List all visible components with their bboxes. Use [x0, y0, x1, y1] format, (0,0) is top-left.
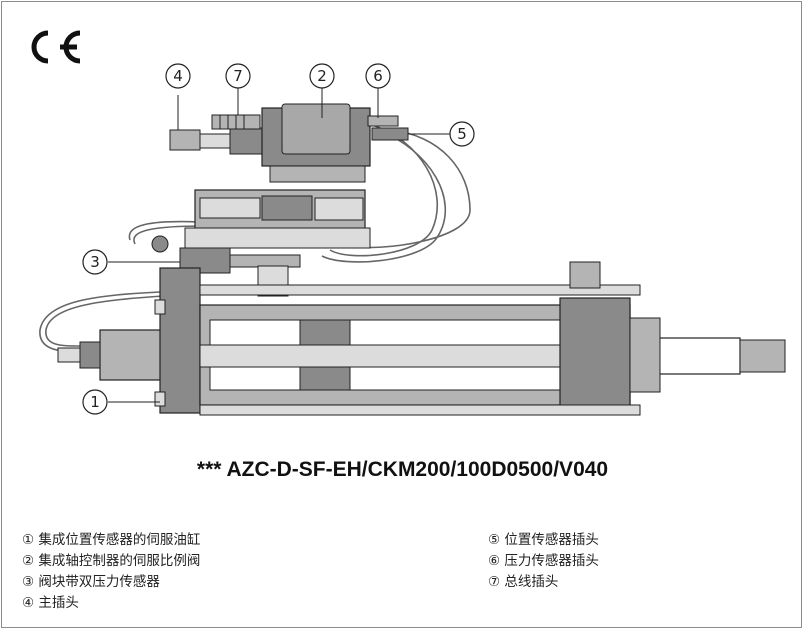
legend-item-bus-plug: ⑦ 总线插头 — [488, 574, 559, 590]
svg-text:4: 4 — [173, 67, 183, 85]
svg-text:2: 2 — [317, 67, 327, 85]
legend-item-servo-valve: ② 集成轴控制器的伺服比例阀 — [22, 553, 201, 569]
ce-mark-logo — [31, 30, 81, 64]
sensor-plugs — [367, 88, 450, 141]
svg-text:7: 7 — [233, 67, 243, 85]
legend-right: ⑤ 位置传感器插头 ⑥ 压力传感器插头 ⑦ 总线插头 — [488, 530, 599, 593]
callout-3: 3 — [82, 249, 108, 275]
valve-body — [151, 189, 371, 253]
svg-text:3: 3 — [90, 253, 100, 271]
legend-item-cylinder: ① 集成位置传感器的伺服油缸 — [22, 532, 201, 548]
callout-5: 5 — [449, 121, 475, 147]
callout-2: 2 — [309, 63, 335, 89]
callout-1: 1 — [82, 389, 108, 415]
callout-6: 6 — [365, 63, 391, 89]
callout-4: 4 — [165, 63, 191, 89]
svg-text:1: 1 — [90, 393, 100, 411]
svg-text:5: 5 — [457, 125, 467, 143]
legend-item-valve-block: ③ 阀块带双压力传感器 — [22, 574, 160, 590]
legend-item-main-plug: ④ 主插头 — [22, 595, 79, 611]
bus-plug-connector — [211, 85, 261, 130]
servo-cylinder — [57, 261, 786, 416]
servo-valve-box — [261, 85, 371, 183]
svg-text:6: 6 — [373, 67, 383, 85]
legend-item-pressure-plug: ⑥ 压力传感器插头 — [488, 553, 599, 569]
legend-left: ① 集成位置传感器的伺服油缸 ② 集成轴控制器的伺服比例阀 ③ 阀块带双压力传感… — [22, 530, 200, 614]
main-plug-connector — [169, 95, 266, 155]
legend-item-position-plug: ⑤ 位置传感器插头 — [488, 532, 599, 548]
hose-lines — [39, 124, 471, 353]
model-code: *** AZC-D-SF-EH/CKM200/100D0500/V040 — [196, 458, 609, 481]
callout-7: 7 — [225, 63, 251, 89]
